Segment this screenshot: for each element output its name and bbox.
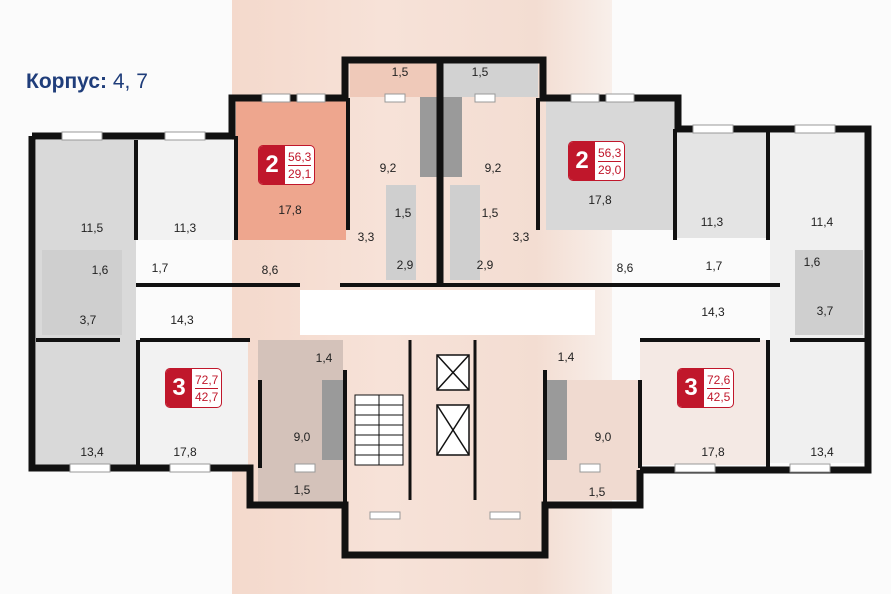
room-area: 11,5	[80, 221, 104, 235]
living-area: 29,0	[598, 162, 622, 177]
building-label: Корпус: 4, 7	[26, 70, 148, 94]
room-area: 1,5	[293, 483, 311, 497]
room-area: 14,3	[170, 313, 194, 327]
stairs	[354, 394, 404, 466]
room-area: 8,6	[261, 263, 279, 277]
room-area: 1,5	[391, 65, 409, 79]
room-area: 2,9	[396, 258, 414, 272]
room-area: 1,4	[315, 351, 333, 365]
room-area: 17,8	[588, 193, 612, 207]
room-area: 1,5	[471, 65, 489, 79]
room-area: 9,2	[484, 161, 502, 175]
room-area: 1,6	[91, 263, 109, 277]
room-area: 3,3	[512, 230, 530, 244]
total-area: 72,6	[707, 372, 731, 389]
room-count: 3	[678, 369, 704, 407]
room-count: 2	[569, 142, 595, 180]
room-area: 1,6	[803, 255, 821, 269]
windows	[61, 93, 836, 520]
room-count: 3	[166, 369, 192, 407]
room-area: 1,7	[705, 259, 723, 273]
total-area: 56,3	[598, 145, 622, 162]
room-area: 3,7	[79, 313, 97, 327]
room-area: 17,8	[173, 445, 197, 459]
living-area: 42,7	[195, 389, 219, 404]
room-area: 1,5	[481, 206, 499, 220]
room-area: 14,3	[701, 305, 725, 319]
room-area: 13,4	[80, 445, 104, 459]
room-area: 1,7	[151, 261, 169, 275]
room-area: 1,5	[588, 485, 606, 499]
room-area: 9,2	[379, 161, 397, 175]
room-area: 17,8	[278, 203, 302, 217]
room-area: 8,6	[616, 261, 634, 275]
room-area: 1,4	[557, 350, 575, 364]
room-area: 13,4	[810, 445, 834, 459]
total-area: 56,3	[288, 149, 312, 166]
walls	[28, 56, 872, 559]
room-area: 1,5	[394, 206, 412, 220]
elevator-icon	[436, 354, 470, 456]
room-area: 11,4	[810, 215, 834, 229]
room-count: 2	[259, 146, 285, 184]
building-label-key: Корпус:	[26, 70, 107, 93]
room-area: 2,9	[476, 258, 494, 272]
living-area: 42,5	[707, 389, 731, 404]
room-area: 3,7	[816, 304, 834, 318]
room-area: 9,0	[594, 430, 612, 444]
total-area: 72,7	[195, 372, 219, 389]
living-area: 29,1	[288, 166, 312, 181]
room-area: 3,3	[357, 230, 375, 244]
room-area: 9,0	[293, 430, 311, 444]
building-numbers: 4, 7	[112, 70, 148, 93]
room-area: 17,8	[701, 445, 725, 459]
room-area: 11,3	[700, 215, 724, 229]
room-area: 11,3	[173, 221, 197, 235]
